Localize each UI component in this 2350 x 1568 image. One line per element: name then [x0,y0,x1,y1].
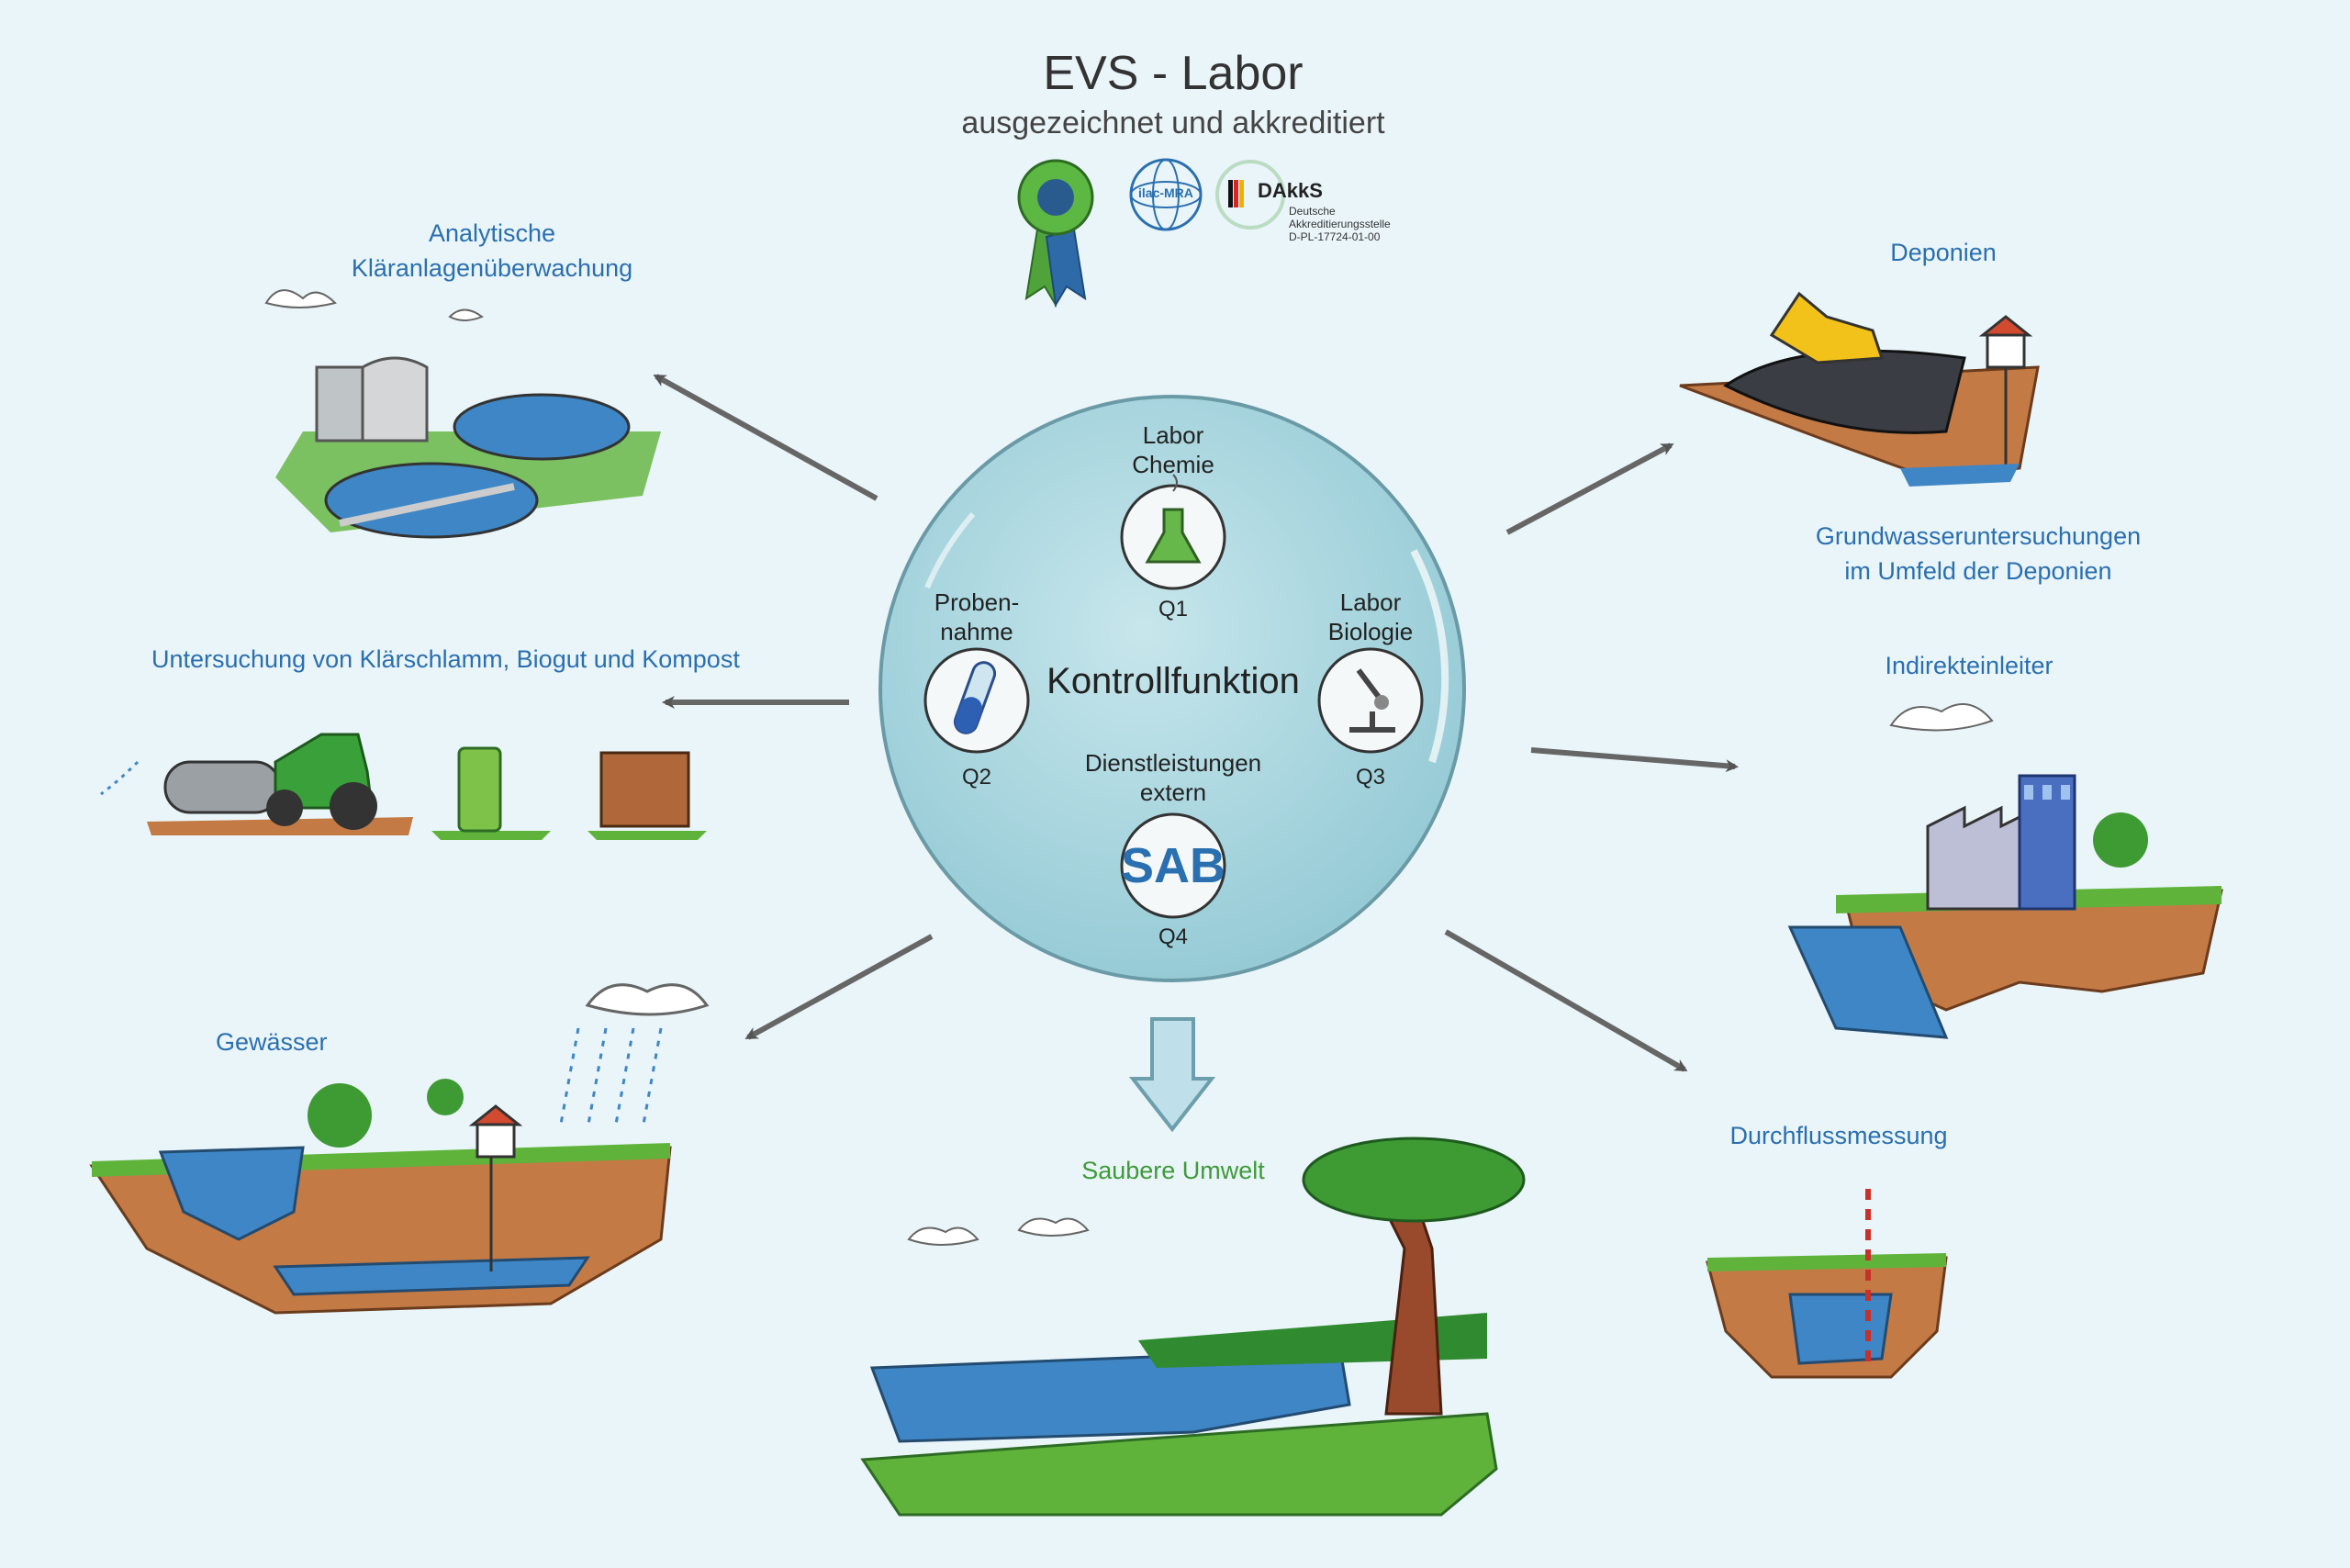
sab-logo-circle [1120,812,1226,919]
q4-label-line2: extern [1139,778,1207,806]
landfill-illustration [1679,291,2040,487]
q2-label: Proben- nahme [934,588,1020,646]
q1-code: Q1 [1158,597,1189,622]
q1-label-line2: Chemie [1132,451,1214,478]
label-indirekteinleiter: Indirekteinleiter [1885,652,2053,679]
page-subtitle: ausgezeichnet und akkreditiert [961,106,1385,140]
arrows [653,374,1739,1072]
q4-label-line1: Dienstleistungen [1084,749,1262,777]
microscope-icon [1317,647,1424,754]
label-grundwasser-line2: im Umfeld der Deponien [1844,557,2112,585]
central-bubble [878,395,1466,982]
test-tube-icon [923,647,1030,754]
q1-label-line1: Labor [1142,421,1204,449]
q3-label-line1: Labor [1339,588,1402,616]
q3-label: Labor Biologie [1328,588,1414,646]
award-rosette-icon [1017,159,1094,308]
q2-label-line2: nahme [940,618,1013,645]
q3-label-line2: Biologie [1327,618,1414,645]
wastewater-plant-illustration [264,289,661,539]
label-klaerschlamm: Untersuchung von Klärschlamm, Biogut und… [151,645,740,673]
page-title: EVS - Labor [1043,47,1304,100]
dakks-badge-line2: Akkreditierungsstelle [1289,218,1391,230]
label-klaeranlage-line1: Analytische [428,219,556,247]
sab-logo: SAB [1120,838,1226,893]
q1-label: Labor Chemie [1132,420,1214,479]
water-body-illustration [89,983,710,1315]
dakks-badge-code: D-PL-17724-01-00 [1289,230,1381,243]
q4-code: Q4 [1158,924,1189,949]
ilac-badge-icon [1129,158,1203,231]
label-klaeranlage: Analytische Kläranlagenüberwachung [352,216,632,286]
center-title: Kontrollfunktion [1046,661,1300,701]
label-saubere-umwelt: Saubere Umwelt [1081,1157,1265,1184]
dakks-badge-name: DAkkS [1258,179,1323,202]
label-grundwasser-line1: Grundwasseruntersuchungen [1815,522,2142,550]
label-gewaesser: Gewässer [216,1028,328,1056]
q4-label: Dienstleistungen extern [1085,748,1261,807]
label-durchflussmessung: Durchflussmessung [1729,1122,1948,1149]
down-arrow-icon [1128,1017,1216,1133]
factory-illustration [1787,703,2223,1039]
label-grundwasser: Grundwasseruntersuchungen im Umfeld der … [1816,519,2141,588]
flask-icon [1120,474,1226,590]
clean-environment-illustration [860,1137,1526,1517]
q2-label-line1: Proben- [934,588,1020,616]
dakks-badge-line1: Deutsche [1289,205,1336,218]
dakks-badge-icon [1215,160,1285,230]
label-klaeranlage-line2: Kläranlagenüberwachung [351,254,633,282]
q2-code: Q2 [961,765,992,790]
flow-measurement-illustration [1706,1189,1948,1379]
label-deponien: Deponien [1890,239,1997,266]
sludge-compost-illustration [100,733,707,840]
q3-code: Q3 [1355,765,1386,790]
ilac-badge-label: ilac-MRA [1138,185,1193,200]
